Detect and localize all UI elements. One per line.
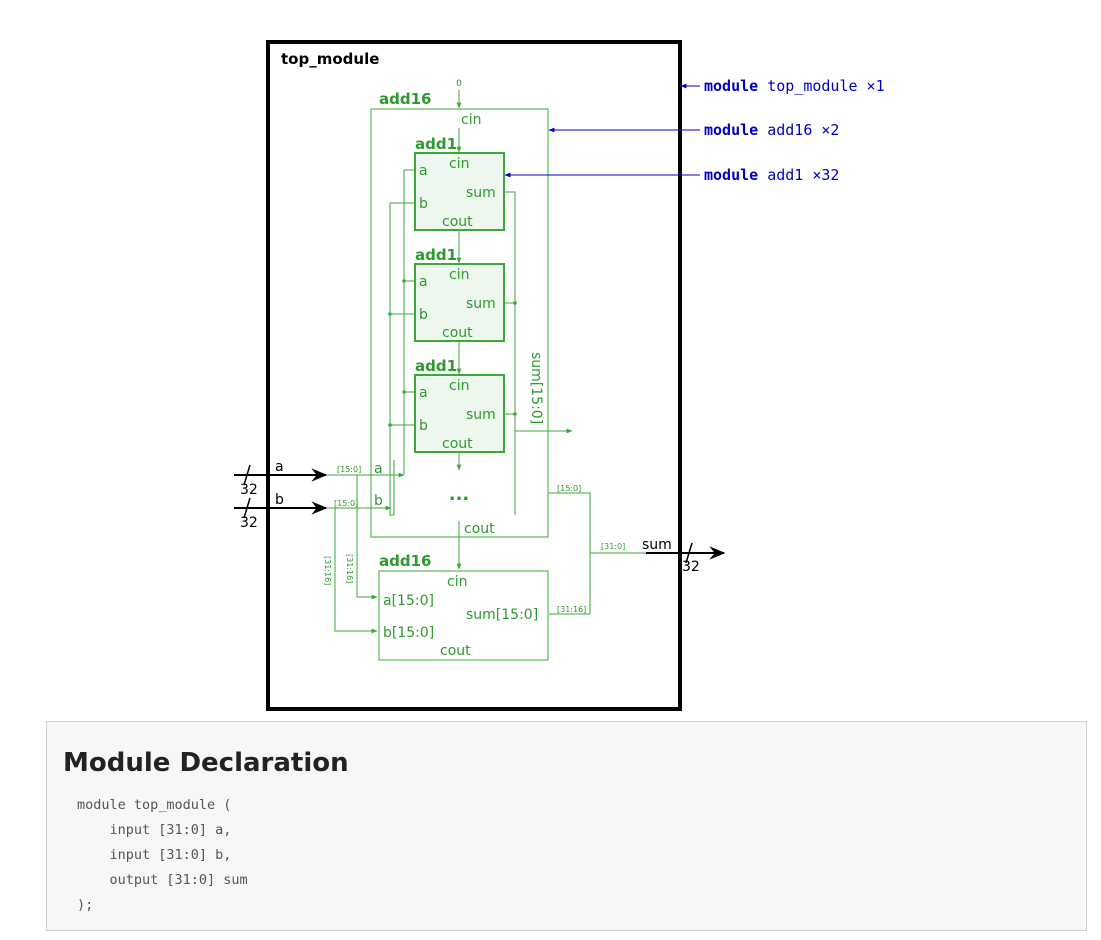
add1-3-sum: sum (466, 407, 496, 423)
add1-1-block (414, 152, 505, 231)
add1-3-label: add1 (415, 357, 457, 375)
sum-bus-31-0-label: [31:0] (601, 542, 625, 551)
input-b-width: 32 (240, 515, 258, 531)
input-b-width-slash (243, 497, 251, 519)
input-b-label: b (275, 492, 284, 508)
input-a-width: 32 (240, 482, 258, 498)
top-module-label: top_module (281, 50, 379, 68)
a-bus-15-0-label: [15:0] (337, 465, 361, 474)
b-bus-15-0-label: [15:0] (334, 499, 358, 508)
add1-3-cin: cin (449, 378, 469, 394)
module-declaration-panel: Module Declaration module top_module ( i… (46, 721, 1087, 931)
add1-1-sum: sum (466, 185, 496, 201)
a-junction-3 (402, 390, 406, 394)
output-sum-width: 32 (682, 559, 700, 575)
add16-lower-label: add16 (379, 90, 431, 108)
add1-1-cin: cin (449, 156, 469, 172)
sum-junction-3 (513, 412, 517, 416)
add1-1-cout: cout (442, 214, 473, 230)
add16-lower-cout-label: cout (464, 521, 495, 537)
add16-lower-cin-label: cin (461, 112, 481, 128)
add1-2-a: a (419, 274, 428, 290)
module-declaration-code: module top_module ( input [31:0] a, inpu… (77, 797, 248, 913)
input-a-label: a (275, 459, 284, 475)
b-junction-3 (388, 423, 392, 427)
output-sum-label: sum (642, 537, 672, 553)
add1-1-label: add1 (415, 135, 457, 153)
sum-bus-15-0-label: [15:0] (557, 484, 581, 493)
a-bit-bus (394, 169, 414, 476)
annotation-add1: module add1 ×32 (704, 166, 839, 184)
add1-2-cin: cin (449, 267, 469, 283)
top-module-frame (266, 40, 682, 711)
module-declaration-heading: Module Declaration (63, 748, 349, 778)
b-bit-bus (389, 202, 414, 516)
add1-3-block (414, 374, 505, 453)
add16-upper-sum-port: sum[15:0] (466, 607, 538, 623)
sum-bus-31-16-label: [31:16] (557, 605, 586, 614)
add16-lower-a-port: a (374, 461, 383, 477)
cin-zero-label: 0 (456, 79, 462, 89)
a-bus-31-16-label: [31:16] (345, 554, 354, 583)
a-31-16-wire (356, 475, 378, 600)
add16-upper-label: add16 (379, 552, 431, 570)
add1-3-cout: cout (442, 436, 473, 452)
add1-1-a: a (419, 163, 428, 179)
add16-upper-b-port: b[15:0] (383, 625, 434, 641)
b-31-16-wire (334, 508, 378, 634)
add1-2-label: add1 (415, 246, 457, 264)
add1-ellipsis: ... (449, 484, 470, 505)
add1-3-b: b (419, 418, 428, 434)
module-diagram: top_module add16 0 cin add1 cin a sum b … (234, 40, 885, 711)
add1-3-a: a (419, 385, 428, 401)
add16-upper-cin: cin (447, 574, 467, 590)
add16-lower-b-port: b (374, 493, 383, 509)
add1-2-b: b (419, 307, 428, 323)
add1-1-b: b (419, 196, 428, 212)
add16-upper-a-port: a[15:0] (383, 593, 434, 609)
b-bus-31-16-label: [31:16] (323, 556, 332, 585)
sum-upper-route (549, 553, 591, 615)
sum-bit-bus (504, 191, 516, 515)
sum-junction-2 (513, 301, 517, 305)
sum-15-0-bus-label: sum[15:0] (528, 352, 544, 424)
output-sum-width-slash (685, 542, 693, 564)
annotation-add16: module add16 ×2 (704, 121, 839, 139)
a-junction-2 (402, 279, 406, 283)
sum-lower-route (548, 492, 591, 553)
add16-upper-block (378, 570, 549, 661)
add1-2-sum: sum (466, 296, 496, 312)
add1-2-cout: cout (442, 325, 473, 341)
annotation-top-module: module top_module ×1 (704, 77, 885, 95)
b-junction-2 (388, 312, 392, 316)
add16-upper-cout: cout (440, 643, 471, 659)
input-a-width-slash (243, 464, 251, 486)
